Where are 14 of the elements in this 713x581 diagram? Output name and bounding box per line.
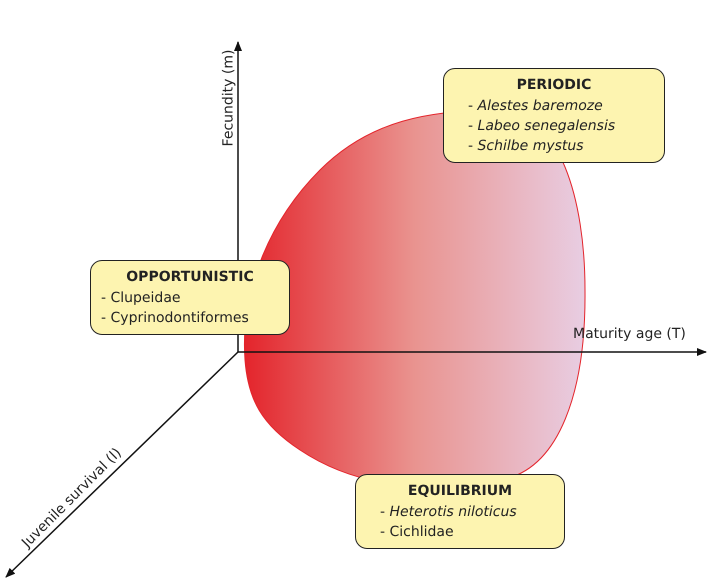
species-item: - Heterotis niloticus [380, 503, 517, 522]
species-item: - Labeo senegalensis [468, 117, 616, 136]
species-item: - Alestes baremoze [468, 97, 603, 116]
category-heading: PERIODIC [516, 76, 592, 95]
category-box [443, 68, 665, 163]
category-box [90, 260, 290, 335]
axis-label: Fecundity (m) [220, 50, 236, 146]
species-item: - Schilbe mystus [468, 137, 584, 156]
category-heading: OPPORTUNISTIC [126, 268, 254, 287]
species-item: - Cichlidae [380, 523, 454, 542]
species-item: - Clupeidae [101, 289, 181, 308]
species-item: - Cyprinodontiformes [101, 309, 249, 328]
category-box [355, 474, 565, 549]
category-heading: EQUILIBRIUM [408, 482, 512, 501]
